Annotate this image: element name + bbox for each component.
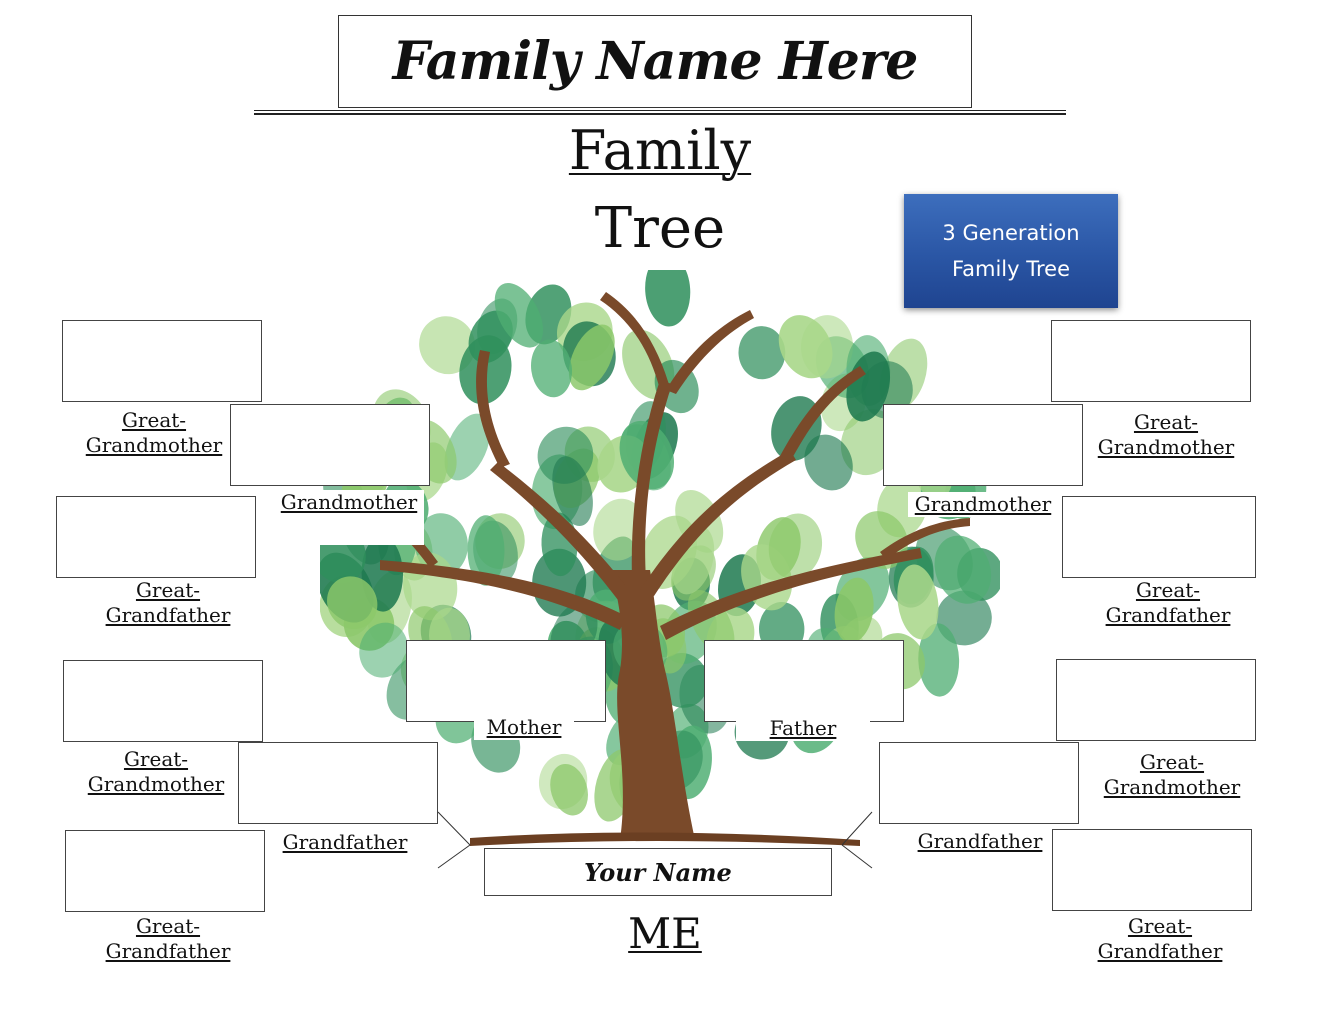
leaf-print xyxy=(934,535,992,604)
label-line: Great- xyxy=(1127,914,1193,938)
leaf-print xyxy=(768,513,823,580)
leaf-print xyxy=(419,316,476,375)
label-line: Great- xyxy=(121,408,187,432)
mother-box[interactable] xyxy=(406,640,606,722)
leaf-print xyxy=(918,623,960,697)
left-grandmother-box[interactable] xyxy=(230,404,430,486)
right-great-grandmother-1-label: Great- Grandmother xyxy=(1096,410,1236,460)
left-grandmother-label: Grandmother xyxy=(274,490,424,545)
leaf-print xyxy=(552,456,593,526)
leaf-print xyxy=(804,434,853,491)
badge-line-2: Family Tree xyxy=(951,257,1070,281)
left-grandfather-label: Grandfather xyxy=(280,830,410,855)
label-line: Great- xyxy=(135,914,201,938)
left-great-grandmother-1-label: Great- Grandmother xyxy=(84,408,224,458)
right-great-grandmother-1-box[interactable] xyxy=(1051,320,1251,402)
left-great-grandmother-2-box[interactable] xyxy=(63,660,263,742)
mother-label: Mother xyxy=(474,715,574,740)
right-great-grandfather-2-box[interactable] xyxy=(1052,829,1252,911)
right-great-grandfather-1-box[interactable] xyxy=(1062,496,1256,578)
label-line: Great- xyxy=(123,747,189,771)
leaf-print xyxy=(800,315,854,379)
title-tree: Tree xyxy=(594,196,726,261)
leaf-print xyxy=(738,326,786,380)
badge-line-1: 3 Generation xyxy=(942,221,1080,245)
label-line: Grandfather xyxy=(105,939,231,963)
left-great-grandmother-2-label: Great- Grandmother xyxy=(86,747,226,797)
left-great-grandfather-1-box[interactable] xyxy=(56,496,256,578)
left-grandfather-box[interactable] xyxy=(238,742,438,824)
leaf-print xyxy=(568,324,615,391)
label-line: Grandfather xyxy=(105,603,231,627)
leaf-print xyxy=(467,515,505,586)
label-line: Great- xyxy=(135,578,201,602)
label-line: Grandfather xyxy=(1105,603,1231,627)
right-great-grandfather-1-label: Great- Grandfather xyxy=(1100,578,1236,628)
leaf-print xyxy=(531,339,572,398)
right-great-grandmother-2-box[interactable] xyxy=(1056,659,1256,741)
label-line: Grandmother xyxy=(1097,435,1235,459)
left-great-grandfather-1-label: Great- Grandfather xyxy=(100,578,236,628)
generation-badge: 3 Generation Family Tree xyxy=(904,194,1118,308)
leaf-print xyxy=(897,564,939,640)
me-label: ME xyxy=(628,909,702,958)
leaf-print xyxy=(327,576,378,630)
leaf-print xyxy=(494,283,544,348)
right-grandmother-box[interactable] xyxy=(883,404,1083,486)
leaf-print xyxy=(359,622,408,678)
label-line: Great- xyxy=(1135,578,1201,602)
father-box[interactable] xyxy=(704,640,904,722)
label-line: Grandmother xyxy=(87,772,225,796)
label-line: Grandmother xyxy=(1103,775,1241,799)
family-name-field[interactable]: Family Name Here xyxy=(338,15,972,108)
father-label: Father xyxy=(736,716,870,741)
title-family: Family xyxy=(568,119,752,182)
right-grandmother-label: Grandmother xyxy=(908,492,1058,517)
right-grandfather-box[interactable] xyxy=(879,742,1079,824)
leaf-print xyxy=(645,270,691,327)
leaf-print xyxy=(834,577,874,643)
label-line: Grandmother xyxy=(85,433,223,457)
left-great-grandfather-2-box[interactable] xyxy=(65,830,265,912)
right-grandfather-label: Grandfather xyxy=(914,829,1046,854)
left-great-grandfather-2-label: Great- Grandfather xyxy=(100,914,236,964)
leaf-print xyxy=(687,590,735,655)
right-great-grandfather-2-label: Great- Grandfather xyxy=(1092,914,1228,964)
label-line: Great- xyxy=(1139,750,1205,774)
title-divider xyxy=(254,110,1066,115)
label-line: Grandfather xyxy=(1097,939,1223,963)
label-line: Great- xyxy=(1133,410,1199,434)
right-great-grandmother-2-label: Great- Grandmother xyxy=(1102,750,1242,800)
left-great-grandmother-1-box[interactable] xyxy=(62,320,262,402)
leaf-print xyxy=(550,763,588,816)
tree-trunk-and-branches xyxy=(360,292,970,846)
your-name-field[interactable]: Your Name xyxy=(484,848,832,896)
